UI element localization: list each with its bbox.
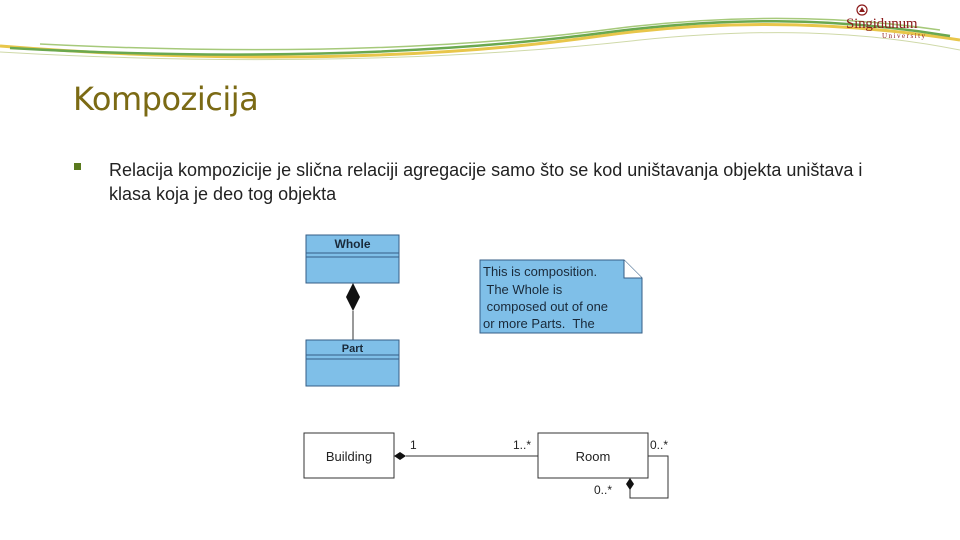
self-association-line <box>629 455 669 499</box>
crest-icon <box>856 4 868 16</box>
uml-class-part: Part <box>305 339 400 387</box>
header-swoosh <box>0 17 960 61</box>
room-label: Room <box>576 449 611 464</box>
bullet-square-icon <box>74 163 81 170</box>
uml-class-whole: Whole <box>305 234 400 284</box>
multiplicity-room: 1..* <box>513 438 531 452</box>
logo-subtitle: University <box>882 32 927 40</box>
logo-name: Singidunum <box>846 16 918 32</box>
note-line-2: The Whole is <box>483 282 563 297</box>
uml-note: This is composition. The Whole is compos… <box>479 259 643 334</box>
slide-title: Kompozicija <box>73 80 259 118</box>
bullet-text: Relacija kompozicije je slična relaciji … <box>109 160 863 204</box>
university-logo: Singidunum University <box>842 4 942 42</box>
multiplicity-self-bottom: 0..* <box>594 483 612 497</box>
part-label: Part <box>342 343 364 355</box>
note-line-1: This is composition. <box>483 264 597 279</box>
uml-class-building: Building <box>303 432 395 479</box>
note-line-4: or more Parts. The <box>483 316 595 331</box>
note-line-3: composed out of one <box>483 299 608 314</box>
whole-label: Whole <box>335 237 371 251</box>
uml-class-room: Room <box>537 432 649 479</box>
multiplicity-building: 1 <box>410 438 417 452</box>
building-label: Building <box>326 449 372 464</box>
self-diamond <box>626 478 634 490</box>
multiplicity-self-right: 0..* <box>650 438 668 452</box>
composition-diamond <box>346 283 360 311</box>
building-diamond <box>394 452 406 460</box>
